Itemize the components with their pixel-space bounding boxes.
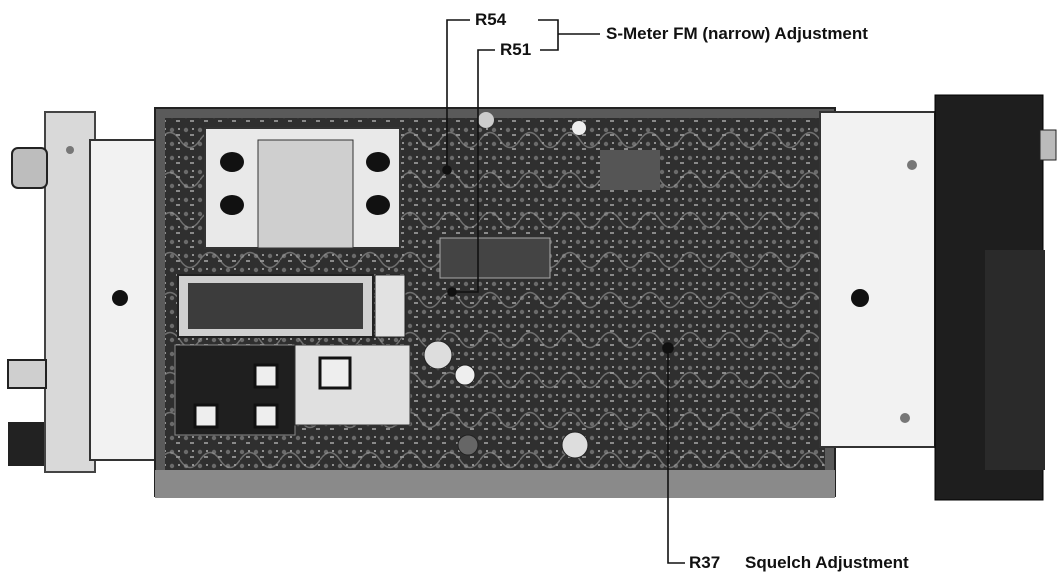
if-strip	[177, 274, 406, 338]
r37-point	[662, 342, 674, 354]
components	[423, 112, 660, 459]
rear-panel	[819, 94, 1057, 501]
lower-compartment	[174, 344, 411, 436]
squelch-adjustment-label: Squelch Adjustment	[745, 553, 909, 572]
r54-label: R54	[475, 10, 507, 29]
s-meter-adjustment-label: S-Meter FM (narrow) Adjustment	[606, 24, 868, 43]
filter-module	[204, 127, 401, 249]
r51-label: R51	[500, 40, 532, 59]
r54-point	[442, 165, 452, 175]
front-panel	[7, 111, 161, 473]
r37-label: R37	[689, 553, 721, 572]
r51-leader	[452, 49, 495, 293]
bracket	[538, 19, 559, 51]
r51-point	[447, 287, 457, 297]
r54-leader	[446, 19, 470, 168]
r37-leader	[667, 350, 685, 564]
